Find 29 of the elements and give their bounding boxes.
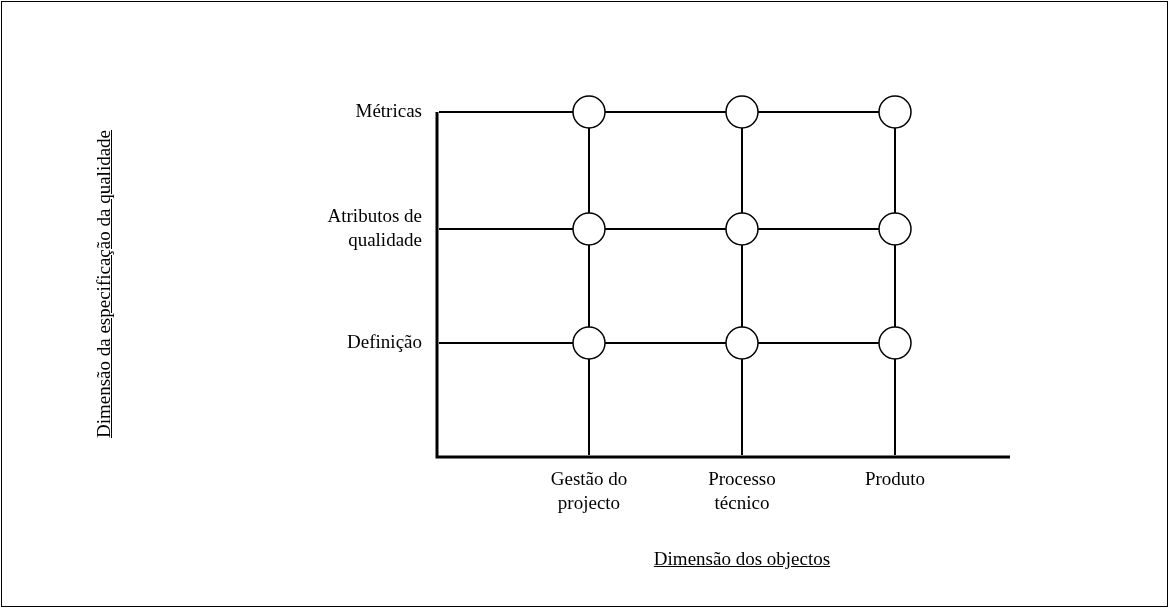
grid-line	[588, 127, 590, 214]
grid-line	[894, 244, 896, 328]
grid-line	[894, 127, 896, 214]
axis-title: Dimensão da especificação da qualidade	[92, 128, 115, 441]
axis-title: Dimensão dos objectos	[652, 547, 832, 571]
circle-marker	[725, 326, 759, 360]
grid-line	[741, 244, 743, 328]
grid-line	[438, 228, 574, 230]
grid-line	[741, 358, 743, 456]
circle-marker	[878, 326, 912, 360]
column-label: Processo técnico	[707, 467, 777, 515]
column-label: Produto	[863, 467, 927, 491]
circle-marker	[572, 95, 606, 129]
circle-marker	[725, 212, 759, 246]
row-label: Métricas	[354, 99, 422, 123]
circle-marker	[725, 95, 759, 129]
circle-marker	[572, 212, 606, 246]
grid-line	[741, 127, 743, 214]
row-label: Atributos de qualidade	[326, 204, 422, 252]
circle-marker	[572, 326, 606, 360]
row-label: Definição	[346, 330, 422, 354]
grid-line	[588, 358, 590, 456]
circle-marker	[878, 212, 912, 246]
circle-marker	[878, 95, 912, 129]
grid-line	[588, 244, 590, 328]
column-label: Gestão do projecto	[549, 467, 629, 515]
grid-line	[438, 342, 574, 344]
grid-line	[438, 111, 574, 113]
grid-line	[894, 358, 896, 456]
